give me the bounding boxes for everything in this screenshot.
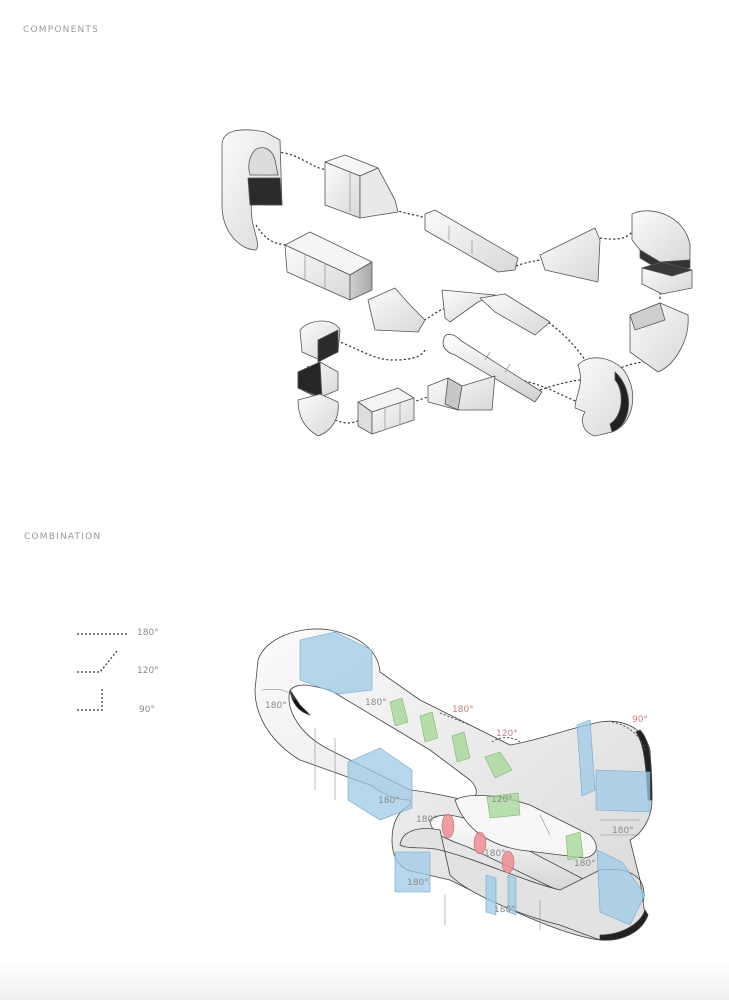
blue-joint-4 <box>595 769 651 813</box>
interior-shadow <box>289 689 311 716</box>
blue-joint-6 <box>485 874 497 916</box>
green-joint-6 <box>565 831 584 861</box>
legend-item-90: 90° <box>77 688 155 715</box>
red-joint-3 <box>501 850 515 874</box>
reducer-piece <box>441 289 551 336</box>
green-joint-3 <box>451 731 471 763</box>
green-joint-1 <box>389 697 409 727</box>
label-180-i: 180° <box>574 859 596 869</box>
label-90: 90° <box>632 715 648 725</box>
blue-joints <box>299 631 651 926</box>
elbow-90-bottom-right <box>629 302 689 373</box>
arc-90 <box>611 721 646 751</box>
elbow-180-top-left <box>221 129 283 251</box>
label-180-g: 180° <box>494 905 516 915</box>
green-joint-2 <box>419 711 439 743</box>
elbow-90-top-right <box>631 210 691 271</box>
green-joint-5 <box>486 792 521 819</box>
bottom-fade <box>0 960 729 1000</box>
legend-120-label: 120° <box>137 666 159 676</box>
combination-diagram <box>254 628 653 941</box>
cone-right <box>539 227 601 283</box>
legend-item-120: 120° <box>77 650 159 676</box>
straight-beam <box>424 209 519 273</box>
angle-arcs <box>439 712 646 751</box>
reducer-bottom <box>427 375 496 411</box>
label-180-j: 180° <box>452 705 474 715</box>
label-180-f: 180° <box>407 878 429 888</box>
bottom-edge-shadow <box>599 909 649 941</box>
label-180-d: 180° <box>416 815 438 825</box>
green-joint-4 <box>484 751 513 779</box>
joint-legend: 180° 120° 90° <box>77 628 159 715</box>
small-segmented-box <box>357 387 415 435</box>
segmented-block <box>284 231 373 301</box>
legend-120-line <box>77 650 118 673</box>
long-tube <box>442 333 543 403</box>
legend-90-label: 90° <box>139 705 155 715</box>
red-joints <box>441 813 515 874</box>
green-joints <box>389 697 584 861</box>
label-180-e: 180° <box>484 849 506 859</box>
components-section-title: COMPONENTS <box>23 25 100 35</box>
label-180-a: 180° <box>265 701 287 711</box>
components-diagram <box>221 129 693 437</box>
blue-joint-7 <box>507 874 517 916</box>
elbow-180-bottom-right <box>574 357 634 437</box>
combination-labels: 180° 180° 180° 180° 180° 180° 180° 180° … <box>265 698 648 915</box>
label-120-b: 120° <box>491 795 513 805</box>
legend-180-label: 180° <box>137 628 159 638</box>
combination-section-title: COMBINATION <box>24 532 102 542</box>
blue-joint-3 <box>576 719 596 797</box>
elbow-stack-left <box>297 320 341 437</box>
arc-180 <box>439 712 471 726</box>
label-180-c: 180° <box>378 796 400 806</box>
label-180-h: 180° <box>612 826 634 836</box>
blue-joint-1 <box>299 631 373 695</box>
blue-joint-5 <box>394 851 431 893</box>
blue-joint-2 <box>347 747 413 821</box>
label-180-b: 180° <box>365 698 387 708</box>
legend-item-180: 180° <box>77 628 159 638</box>
box-cone-component <box>324 154 399 219</box>
segment-lines <box>261 689 640 930</box>
legend-90-line <box>77 688 103 711</box>
red-joint-1 <box>441 813 455 839</box>
red-joint-2 <box>473 831 487 855</box>
connector-cube-right <box>641 261 693 295</box>
label-120-a: 120° <box>496 729 518 739</box>
cone-middle <box>367 287 426 333</box>
blue-joint-8 <box>596 849 646 926</box>
